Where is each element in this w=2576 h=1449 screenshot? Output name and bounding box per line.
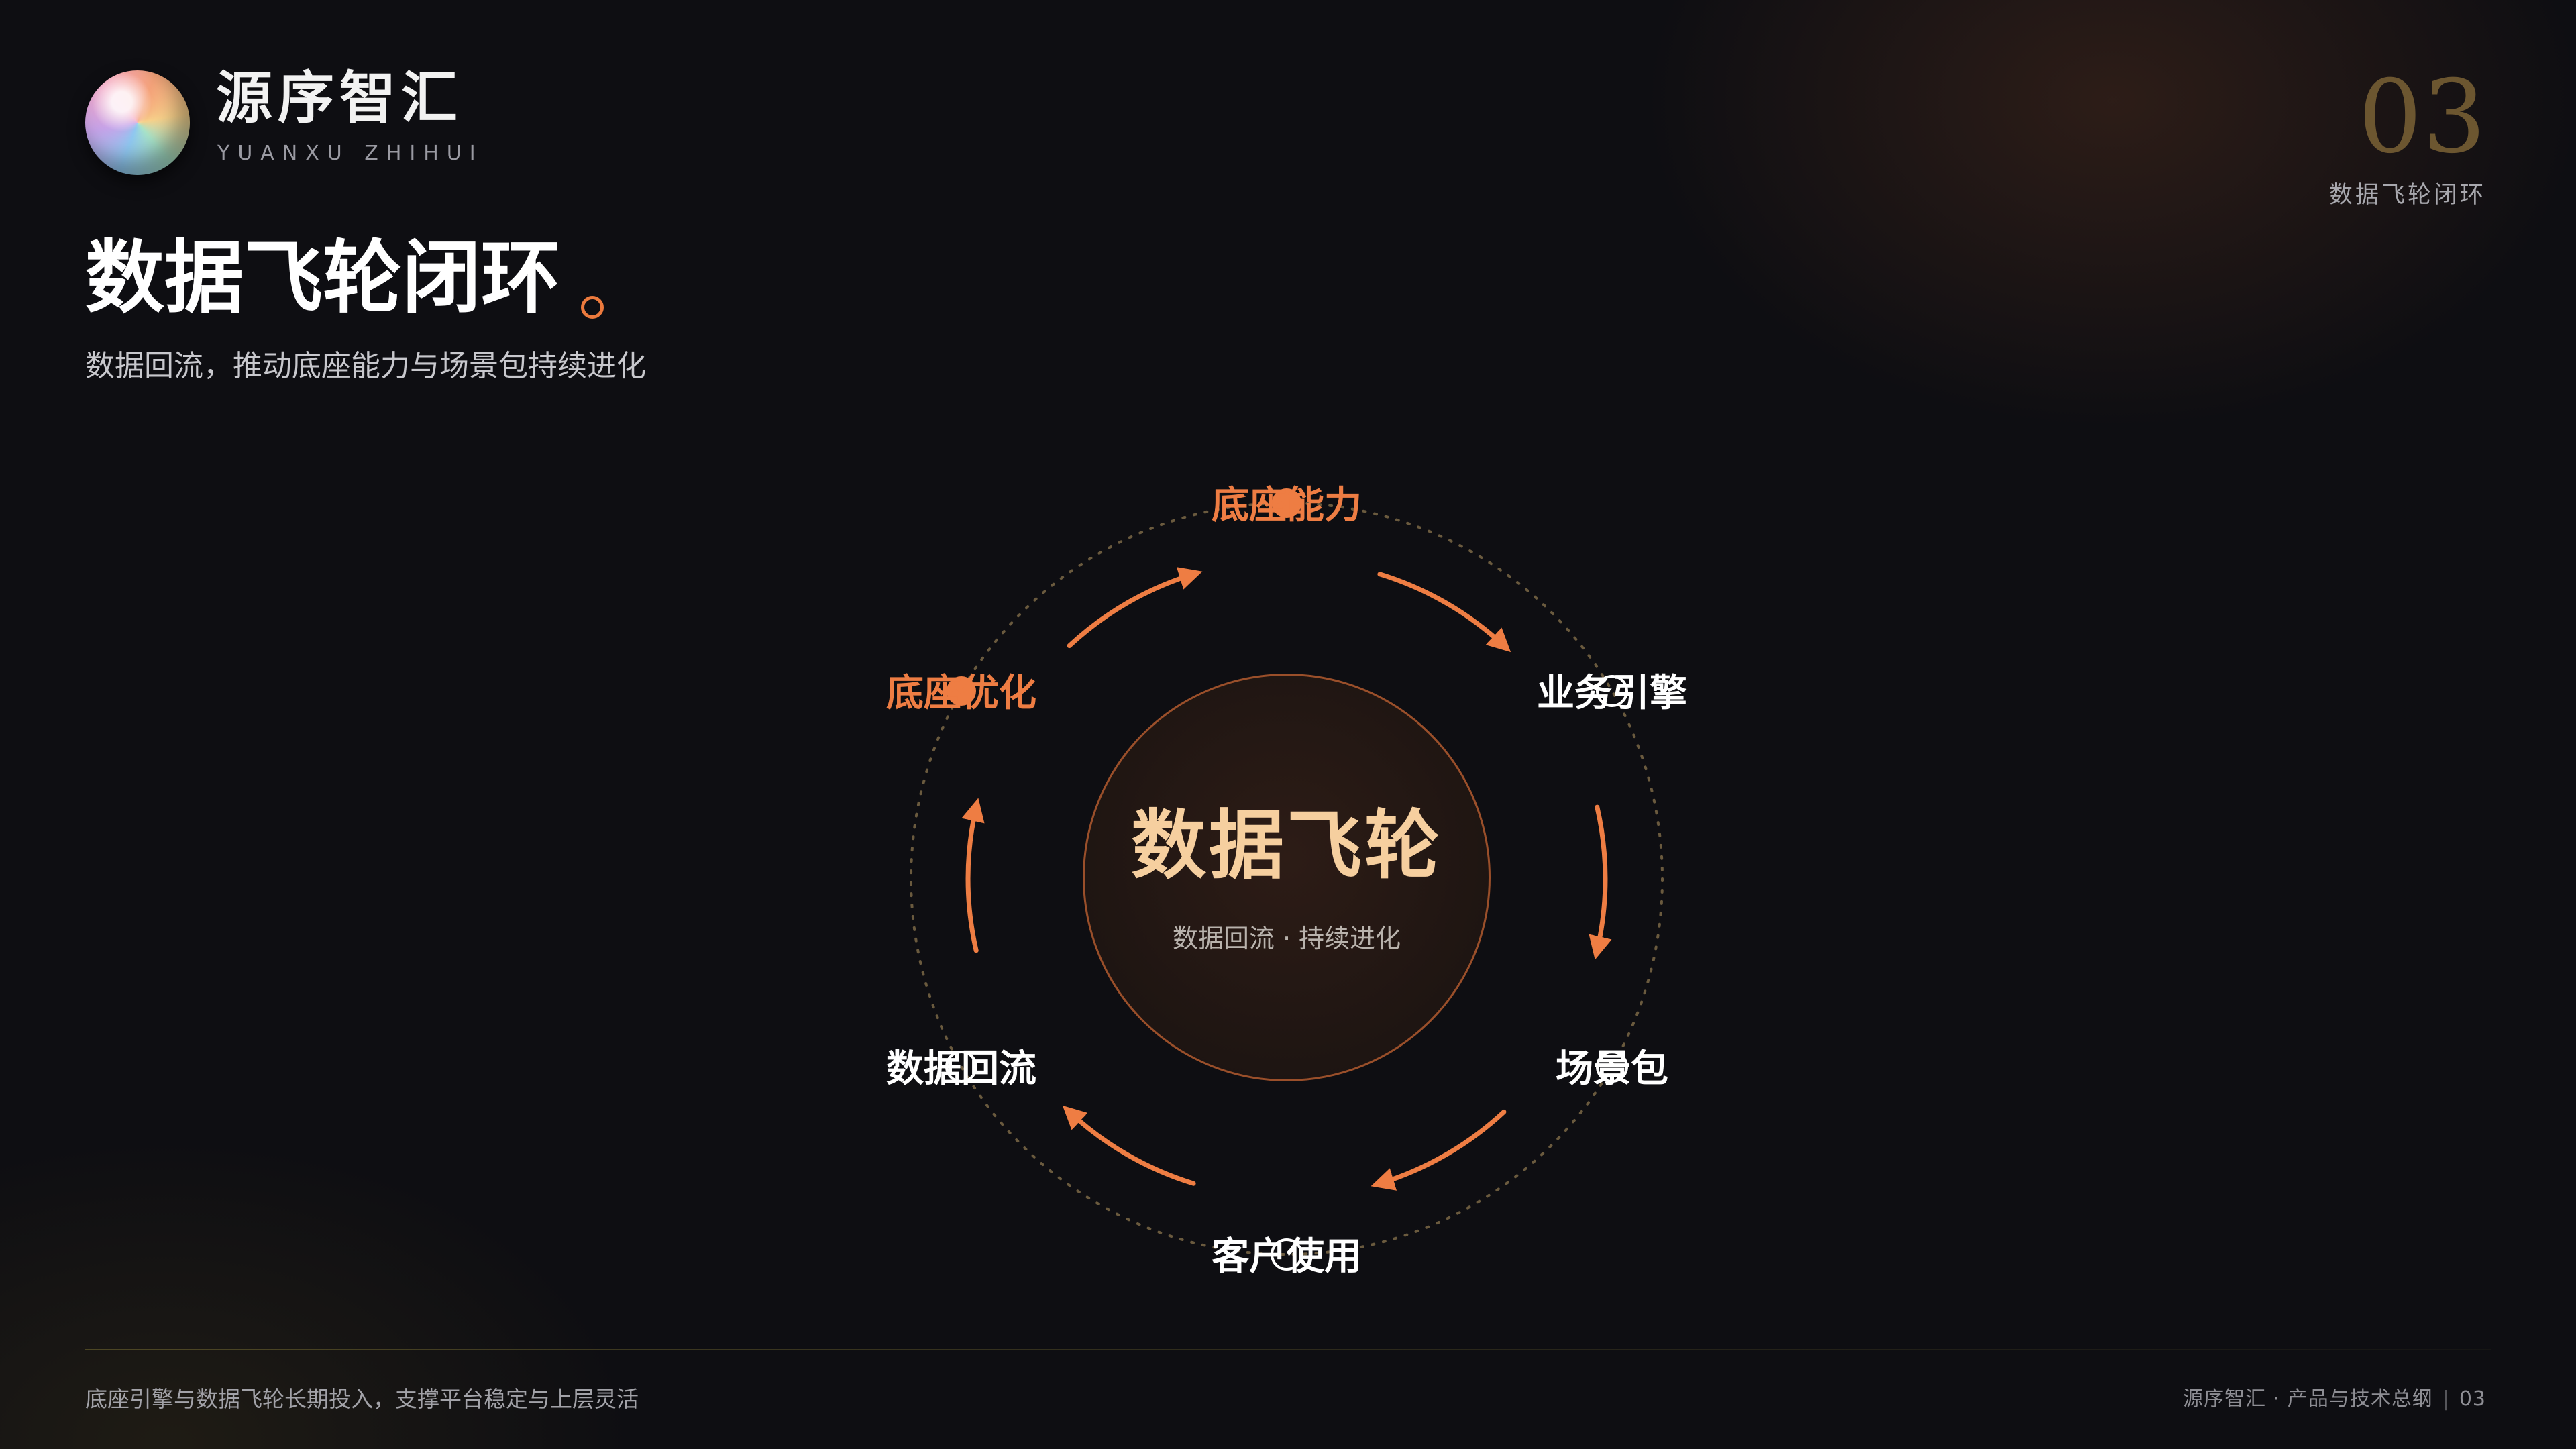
flywheel-core <box>1083 674 1491 1081</box>
page-subtitle: 数据回流，推动底座能力与场景包持续进化 <box>85 349 646 383</box>
node-label-business-engine: 业务引擎 <box>1537 672 1687 715</box>
footer-note: 底座引擎与数据飞轮长期投入，支撑平台稳定与上层灵活 <box>85 1386 639 1412</box>
node-marker <box>1272 488 1301 518</box>
section-label: 数据飞轮闭环 <box>2328 182 2486 209</box>
footer-brand: 源序智汇 · 产品与技术总纲 <box>2183 1387 2433 1411</box>
node-markers <box>945 488 1628 1271</box>
flow-arrow <box>1377 572 1511 653</box>
flow-arrow <box>1067 567 1203 649</box>
node-marker <box>947 676 976 706</box>
node-marker <box>1596 1051 1628 1083</box>
title-dot-icon <box>581 296 604 319</box>
core-subtitle: 数据回流 · 持续进化 <box>1172 924 1401 953</box>
flow-arrow <box>961 798 985 953</box>
node-label-data-backflow: 数据回流 <box>886 1047 1036 1091</box>
node-marker <box>1596 675 1628 707</box>
core-title: 数据飞轮 <box>1131 802 1442 890</box>
flow-arrow <box>1062 1105 1196 1186</box>
node-marker <box>1271 1238 1303 1271</box>
section-number: 03 <box>2358 59 2486 176</box>
node-marker <box>945 1051 977 1083</box>
brand-pinyin: YUANXU ZHIHUI <box>217 142 484 165</box>
node-label-customer-usage: 客户使用 <box>1212 1235 1362 1279</box>
flow-arrow <box>1589 804 1612 960</box>
page-title: 数据飞轮闭环 <box>85 231 561 324</box>
node-label-base-capability: 底座能力 <box>1212 484 1362 527</box>
flow-arrow <box>1371 1109 1507 1191</box>
footer-divider <box>85 1349 2491 1350</box>
flow-arrows <box>961 567 1612 1191</box>
node-label-base-optimization: 底座优化 <box>886 672 1036 715</box>
node-label-scenario-pack: 场景包 <box>1556 1047 1668 1091</box>
brand-logo <box>85 70 190 175</box>
footer-separator: | <box>2442 1387 2450 1411</box>
footer-meta: 源序智汇 · 产品与技术总纲 | 03 <box>2183 1389 2486 1409</box>
brand-name: 源序智汇 <box>216 64 464 131</box>
footer-page-number: 03 <box>2459 1387 2486 1411</box>
